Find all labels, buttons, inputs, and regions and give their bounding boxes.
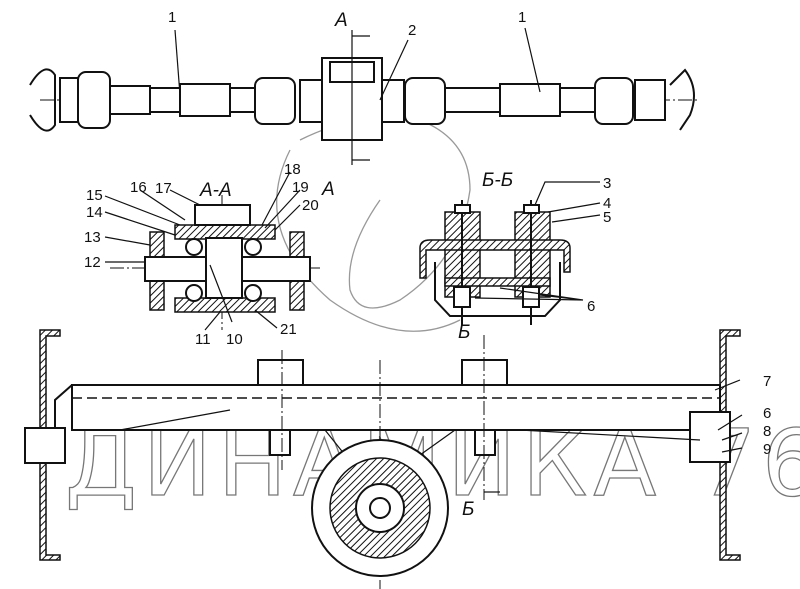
callout-18: 18 (284, 161, 301, 178)
callout-2: 2 (408, 22, 416, 39)
callout-16: 16 (130, 179, 147, 196)
section-title-a-a: А-А (199, 180, 232, 201)
section-marker-a-bottom: А (321, 179, 335, 200)
callout-20: 20 (302, 197, 319, 214)
callout-7: 7 (763, 373, 771, 390)
callout-6: 6 (587, 298, 595, 315)
callout-13: 13 (84, 229, 101, 246)
leader-lines (104, 27, 743, 453)
crossmember-view (24, 329, 741, 589)
callout-labels: 1 1 2 3 4 5 6 7 6 8 9 10 11 12 13 14 15 … (84, 9, 771, 458)
callout-1: 1 (518, 9, 526, 26)
callout-17: 17 (155, 180, 172, 197)
callout-8: 8 (763, 423, 771, 440)
callout-12: 12 (84, 254, 101, 271)
section-labels: А А А-А Б-Б Б Б (199, 10, 513, 520)
callout-9: 9 (763, 441, 771, 458)
callout-6: 6 (763, 405, 771, 422)
callout-19: 19 (292, 179, 309, 196)
section-title-b-b: Б-Б (482, 170, 513, 191)
callout-5: 5 (603, 209, 611, 226)
section-b-b (419, 200, 571, 325)
callout-14: 14 (86, 204, 103, 221)
section-marker-b-top: Б (458, 322, 470, 343)
section-a-a (110, 195, 320, 330)
section-marker-a-top: А (334, 10, 348, 31)
callout-4: 4 (603, 195, 611, 212)
section-marker-b-bottom: Б (462, 499, 474, 520)
callout-11: 11 (195, 331, 211, 348)
driveshaft-assembly (29, 30, 700, 165)
callout-21: 21 (280, 321, 297, 338)
callout-1: 1 (168, 9, 176, 26)
callout-10: 10 (226, 331, 243, 348)
callout-15: 15 (86, 187, 103, 204)
callout-3: 3 (603, 175, 611, 192)
